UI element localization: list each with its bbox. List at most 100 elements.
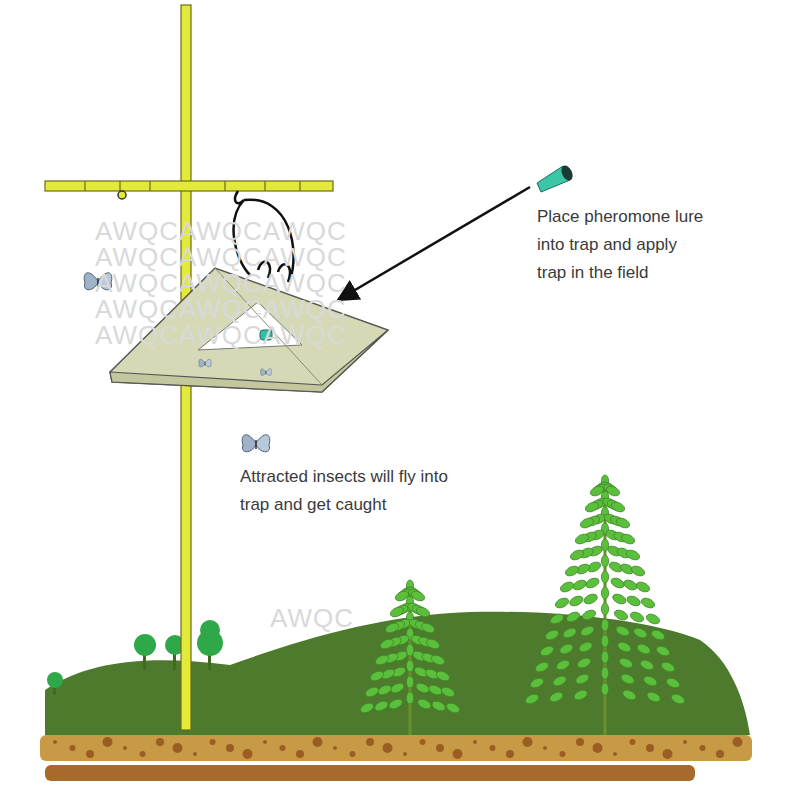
soil-texture bbox=[53, 737, 743, 759]
leaf bbox=[584, 500, 600, 514]
soil-dot bbox=[453, 749, 463, 759]
leaf bbox=[565, 610, 581, 624]
leaf bbox=[440, 685, 456, 699]
watermark: AWQCAWQCAWQC bbox=[95, 244, 455, 270]
leaf bbox=[544, 628, 560, 642]
leaf bbox=[625, 548, 641, 562]
soil-dot bbox=[523, 737, 533, 747]
leaf bbox=[610, 500, 626, 514]
watermark: AWQCAWQCAWQC bbox=[95, 218, 455, 244]
soil-dot bbox=[683, 740, 687, 744]
leaf bbox=[629, 610, 645, 624]
soil-dot bbox=[156, 738, 164, 746]
leaf bbox=[615, 516, 631, 530]
leaf bbox=[613, 608, 629, 622]
leaf bbox=[406, 692, 413, 704]
leaf bbox=[646, 690, 662, 704]
butterfly bbox=[242, 435, 270, 452]
leaf bbox=[618, 656, 634, 670]
soil-dot bbox=[296, 750, 304, 758]
leaf bbox=[615, 624, 631, 638]
soil-dot bbox=[593, 743, 603, 753]
soil-band bbox=[40, 735, 752, 761]
soil-dot bbox=[543, 746, 547, 750]
leaf bbox=[601, 555, 608, 567]
leaf bbox=[559, 580, 575, 594]
leaf bbox=[548, 690, 564, 704]
soil-dot bbox=[383, 743, 393, 753]
soil-dot bbox=[263, 740, 267, 744]
leaf bbox=[579, 516, 595, 530]
leaf bbox=[389, 605, 405, 619]
leaf bbox=[601, 571, 608, 583]
soil-dot bbox=[630, 739, 636, 745]
leaf bbox=[555, 658, 571, 672]
soil-dot bbox=[436, 744, 444, 752]
leaf bbox=[620, 532, 636, 546]
leaf bbox=[601, 683, 608, 695]
instruction-note: Attracted insects will fly into trap and… bbox=[240, 463, 462, 519]
leaf bbox=[650, 628, 666, 642]
soil-dot bbox=[193, 752, 197, 756]
leaf bbox=[660, 660, 676, 674]
leaf bbox=[445, 701, 461, 715]
soil-dot bbox=[103, 737, 113, 747]
leaf bbox=[379, 637, 395, 651]
leaf bbox=[640, 596, 656, 610]
leaf bbox=[621, 688, 637, 702]
leaf bbox=[636, 642, 652, 656]
leaf bbox=[534, 660, 550, 674]
leaf bbox=[562, 626, 578, 640]
leaf bbox=[554, 596, 570, 610]
leaf bbox=[639, 658, 655, 672]
leaf bbox=[620, 672, 636, 686]
leaf bbox=[626, 594, 642, 608]
soil-dot bbox=[140, 751, 146, 757]
leaf bbox=[425, 637, 441, 651]
watermark: AWQCAWQCAWQC bbox=[95, 322, 455, 348]
pheromone-lure bbox=[537, 164, 575, 192]
leaf bbox=[435, 669, 451, 683]
leaf bbox=[601, 635, 608, 647]
leaf bbox=[574, 532, 590, 546]
leaf bbox=[632, 626, 648, 640]
leaf bbox=[373, 699, 389, 713]
leaf bbox=[578, 640, 594, 654]
leaf bbox=[568, 594, 584, 608]
soil-dot bbox=[700, 745, 706, 751]
crossbar bbox=[45, 181, 333, 191]
leaf bbox=[642, 674, 658, 688]
leaf bbox=[416, 697, 432, 711]
soil-dot bbox=[506, 750, 514, 758]
leaf bbox=[539, 644, 555, 658]
leaf bbox=[645, 612, 661, 626]
leaf bbox=[364, 685, 380, 699]
soil-dot bbox=[646, 744, 654, 752]
soil-dot bbox=[86, 750, 94, 758]
soil-dot bbox=[663, 749, 673, 759]
leaf bbox=[406, 660, 413, 672]
leaf bbox=[579, 624, 595, 638]
soil-dot bbox=[313, 737, 323, 747]
instruction-note: Place pheromone lure into trap and apply… bbox=[537, 203, 705, 287]
leaf bbox=[670, 692, 686, 706]
leaf bbox=[369, 669, 385, 683]
soil-dot bbox=[333, 746, 337, 750]
soil-dot bbox=[226, 744, 234, 752]
leaf bbox=[616, 640, 632, 654]
soil-dot bbox=[403, 752, 407, 756]
leaf bbox=[601, 587, 608, 599]
leaf bbox=[524, 692, 540, 706]
soil-dot bbox=[490, 745, 496, 751]
leaf bbox=[601, 619, 608, 631]
leaf bbox=[374, 653, 390, 667]
leaf bbox=[415, 605, 431, 619]
leaf bbox=[431, 699, 447, 713]
soil-dot bbox=[70, 745, 76, 751]
soil-dot bbox=[280, 745, 286, 751]
soil-dot bbox=[366, 738, 374, 746]
leaf bbox=[655, 644, 671, 658]
leaf bbox=[665, 676, 681, 690]
